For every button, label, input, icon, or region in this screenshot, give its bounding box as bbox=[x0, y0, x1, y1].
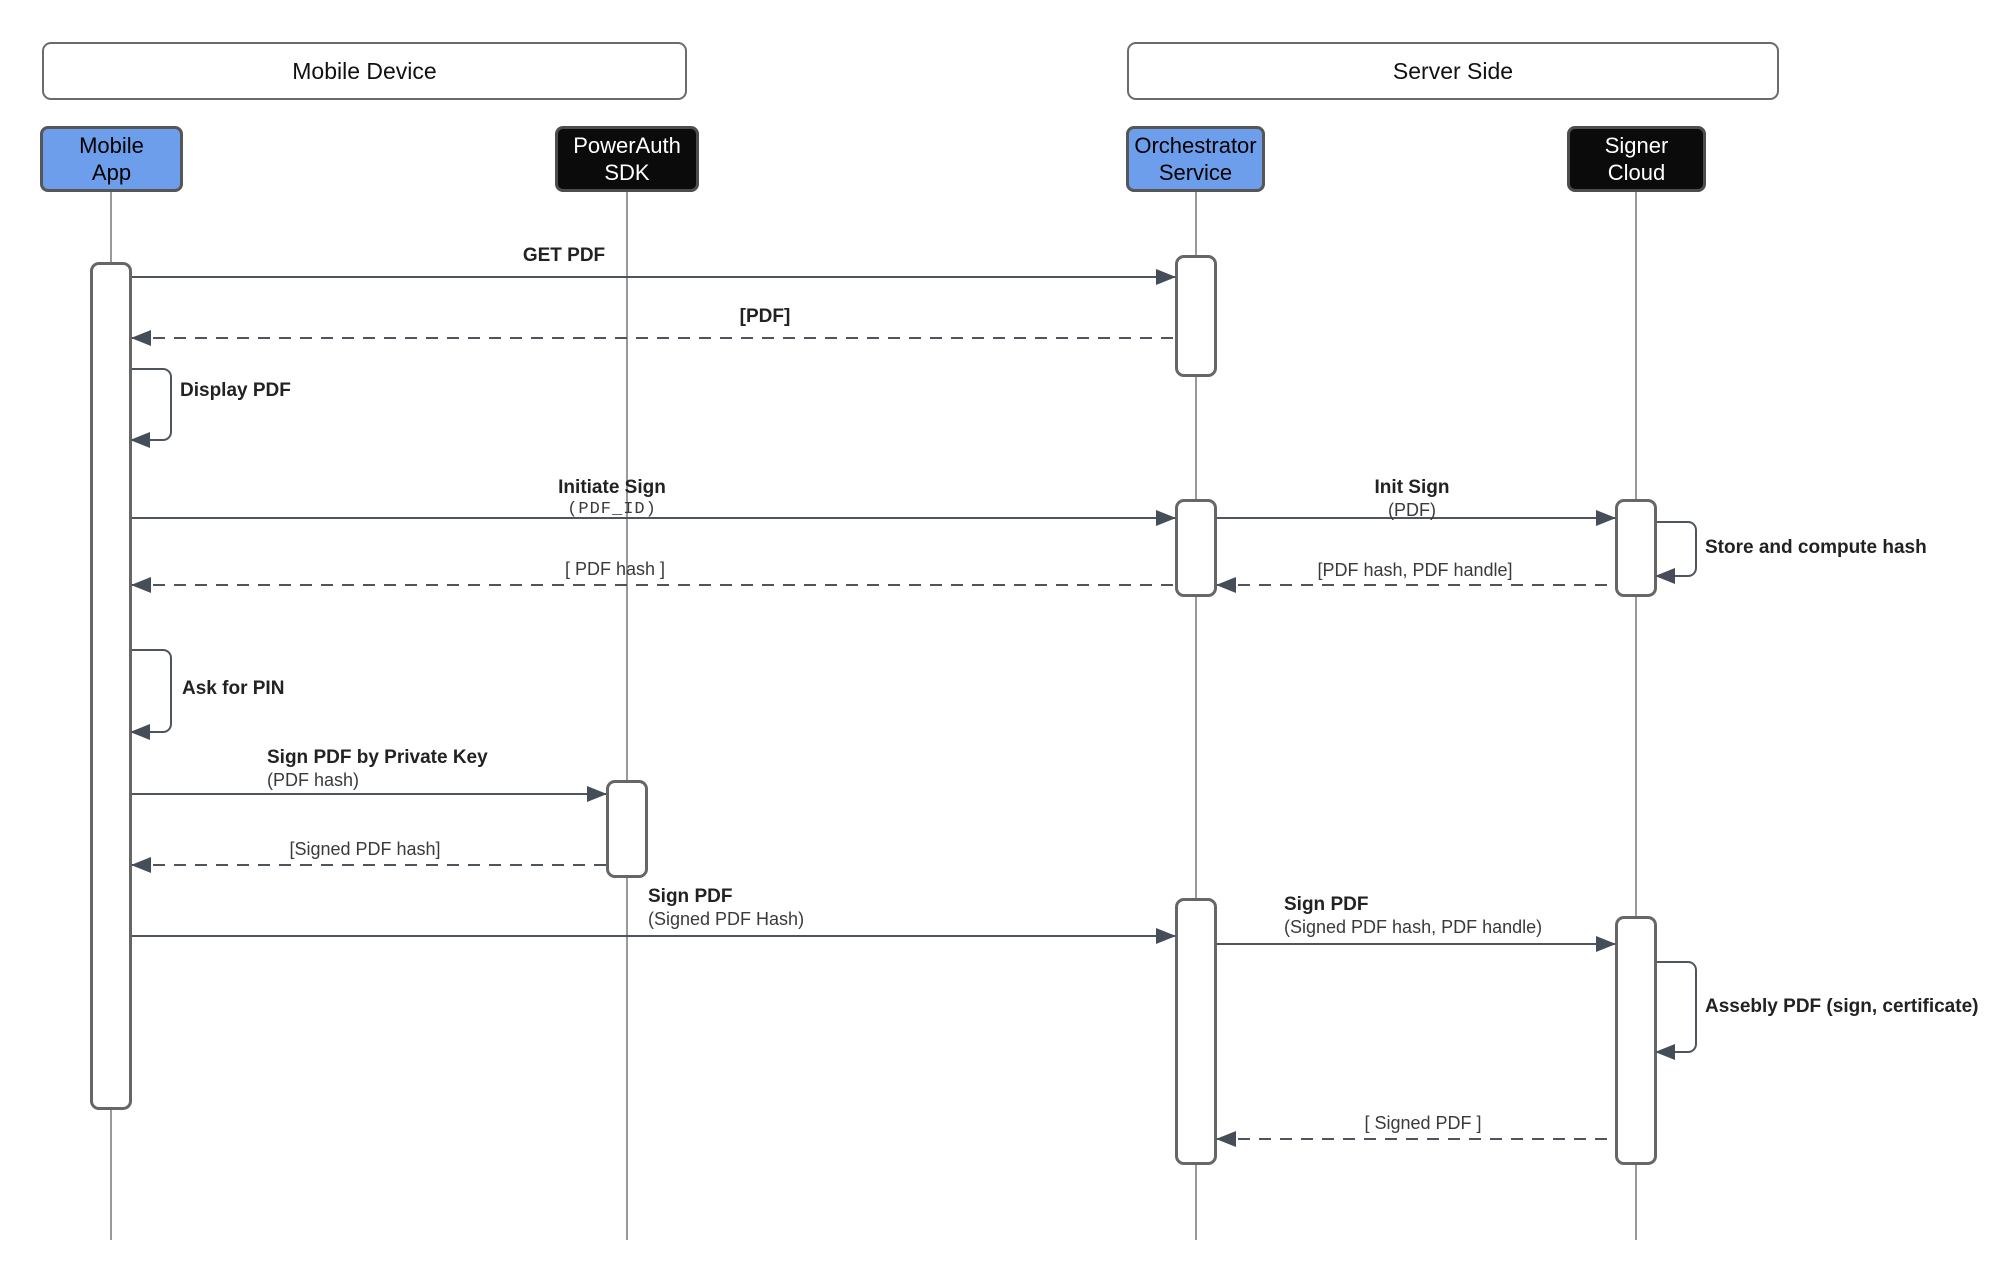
label-initiate-sign: Initiate Sign (PDF_ID) bbox=[558, 477, 666, 521]
arrow-initiate-sign bbox=[132, 510, 1176, 526]
self-loop-display-pdf bbox=[130, 368, 172, 448]
activation-signer-cloud-2 bbox=[1615, 916, 1657, 1165]
activation-mobile-app bbox=[90, 262, 132, 1110]
mobile-device-frame: Mobile Device bbox=[42, 42, 687, 100]
label-return-pdf-hash-handle: [PDF hash, PDF handle] bbox=[1317, 560, 1513, 580]
self-loop-store-compute-hash bbox=[1655, 521, 1697, 584]
label-sign-pdf-app-param: (Signed PDF Hash) bbox=[648, 909, 805, 929]
label-ask-for-pin: Ask for PIN bbox=[182, 678, 285, 699]
label-store-compute-hash: Store and compute hash bbox=[1705, 537, 1927, 558]
server-side-frame: Server Side bbox=[1127, 42, 1779, 100]
arrow-get-pdf bbox=[132, 269, 1176, 285]
label-init-sign: Init Sign (PDF) bbox=[1375, 477, 1450, 521]
arrow-return-pdf-hash bbox=[131, 577, 1175, 593]
label-return-signed-pdf-hash: [Signed PDF hash] bbox=[289, 839, 441, 859]
label-return-pdf-hash: [ PDF hash ] bbox=[564, 559, 666, 579]
actor-mobile-app: Mobile App bbox=[40, 126, 183, 192]
arrow-return-pdf-hash-handle bbox=[1216, 577, 1615, 593]
lifeline-signer-cloud bbox=[1635, 192, 1637, 1240]
label-return-pdf: [PDF] bbox=[739, 306, 791, 327]
actor-powerauth-sdk: PowerAuth SDK bbox=[555, 126, 699, 192]
lifeline-powerauth-sdk bbox=[626, 192, 628, 1240]
label-initiate-sign-title: Initiate Sign bbox=[558, 477, 666, 498]
lifeline-orchestrator-service bbox=[1195, 192, 1197, 1240]
label-sign-pdf-private-key-param: (PDF hash) bbox=[267, 770, 360, 790]
label-init-sign-param: (PDF) bbox=[1388, 500, 1436, 520]
label-sign-pdf-server-title: Sign PDF bbox=[1284, 894, 1369, 915]
label-get-pdf: GET PDF bbox=[522, 245, 606, 266]
activation-signer-cloud-1 bbox=[1615, 499, 1657, 597]
label-sign-pdf-private-key: Sign PDF by Private Key (PDF hash) bbox=[267, 747, 488, 791]
label-initiate-sign-param: (PDF_ID) bbox=[567, 500, 657, 519]
label-sign-pdf-server: Sign PDF (Signed PDF hash, PDF handle) bbox=[1284, 894, 1542, 938]
activation-powerauth-sdk bbox=[606, 780, 648, 878]
arrow-return-signed-pdf-hash bbox=[131, 857, 606, 873]
arrow-sign-pdf-private-key bbox=[132, 786, 607, 802]
label-sign-pdf-app: Sign PDF (Signed PDF Hash) bbox=[648, 886, 804, 930]
self-loop-ask-for-pin bbox=[130, 649, 172, 740]
activation-orchestrator-1 bbox=[1175, 255, 1217, 377]
arrow-init-sign bbox=[1217, 510, 1616, 526]
arrow-sign-pdf-server bbox=[1217, 936, 1616, 952]
label-return-signed-pdf: [ Signed PDF ] bbox=[1364, 1113, 1482, 1133]
label-init-sign-title: Init Sign bbox=[1374, 477, 1450, 498]
arrow-return-pdf bbox=[131, 330, 1175, 346]
label-sign-pdf-private-key-title: Sign PDF by Private Key bbox=[267, 747, 488, 768]
arrow-return-signed-pdf bbox=[1216, 1131, 1615, 1147]
arrow-sign-pdf-app bbox=[132, 928, 1176, 944]
label-sign-pdf-server-param: (Signed PDF hash, PDF handle) bbox=[1284, 917, 1543, 937]
mobile-device-frame-label: Mobile Device bbox=[292, 57, 437, 84]
actor-orchestrator-service: Orchestrator Service bbox=[1126, 126, 1265, 192]
activation-orchestrator-2 bbox=[1175, 499, 1217, 597]
label-display-pdf: Display PDF bbox=[180, 380, 291, 401]
label-assembly-pdf: Assebly PDF (sign, certificate) bbox=[1705, 996, 1979, 1017]
activation-orchestrator-3 bbox=[1175, 898, 1217, 1165]
label-sign-pdf-app-title: Sign PDF bbox=[648, 886, 733, 907]
self-loop-assembly-pdf bbox=[1655, 961, 1697, 1060]
actor-signer-cloud: Signer Cloud bbox=[1567, 126, 1706, 192]
server-side-frame-label: Server Side bbox=[1392, 57, 1514, 84]
